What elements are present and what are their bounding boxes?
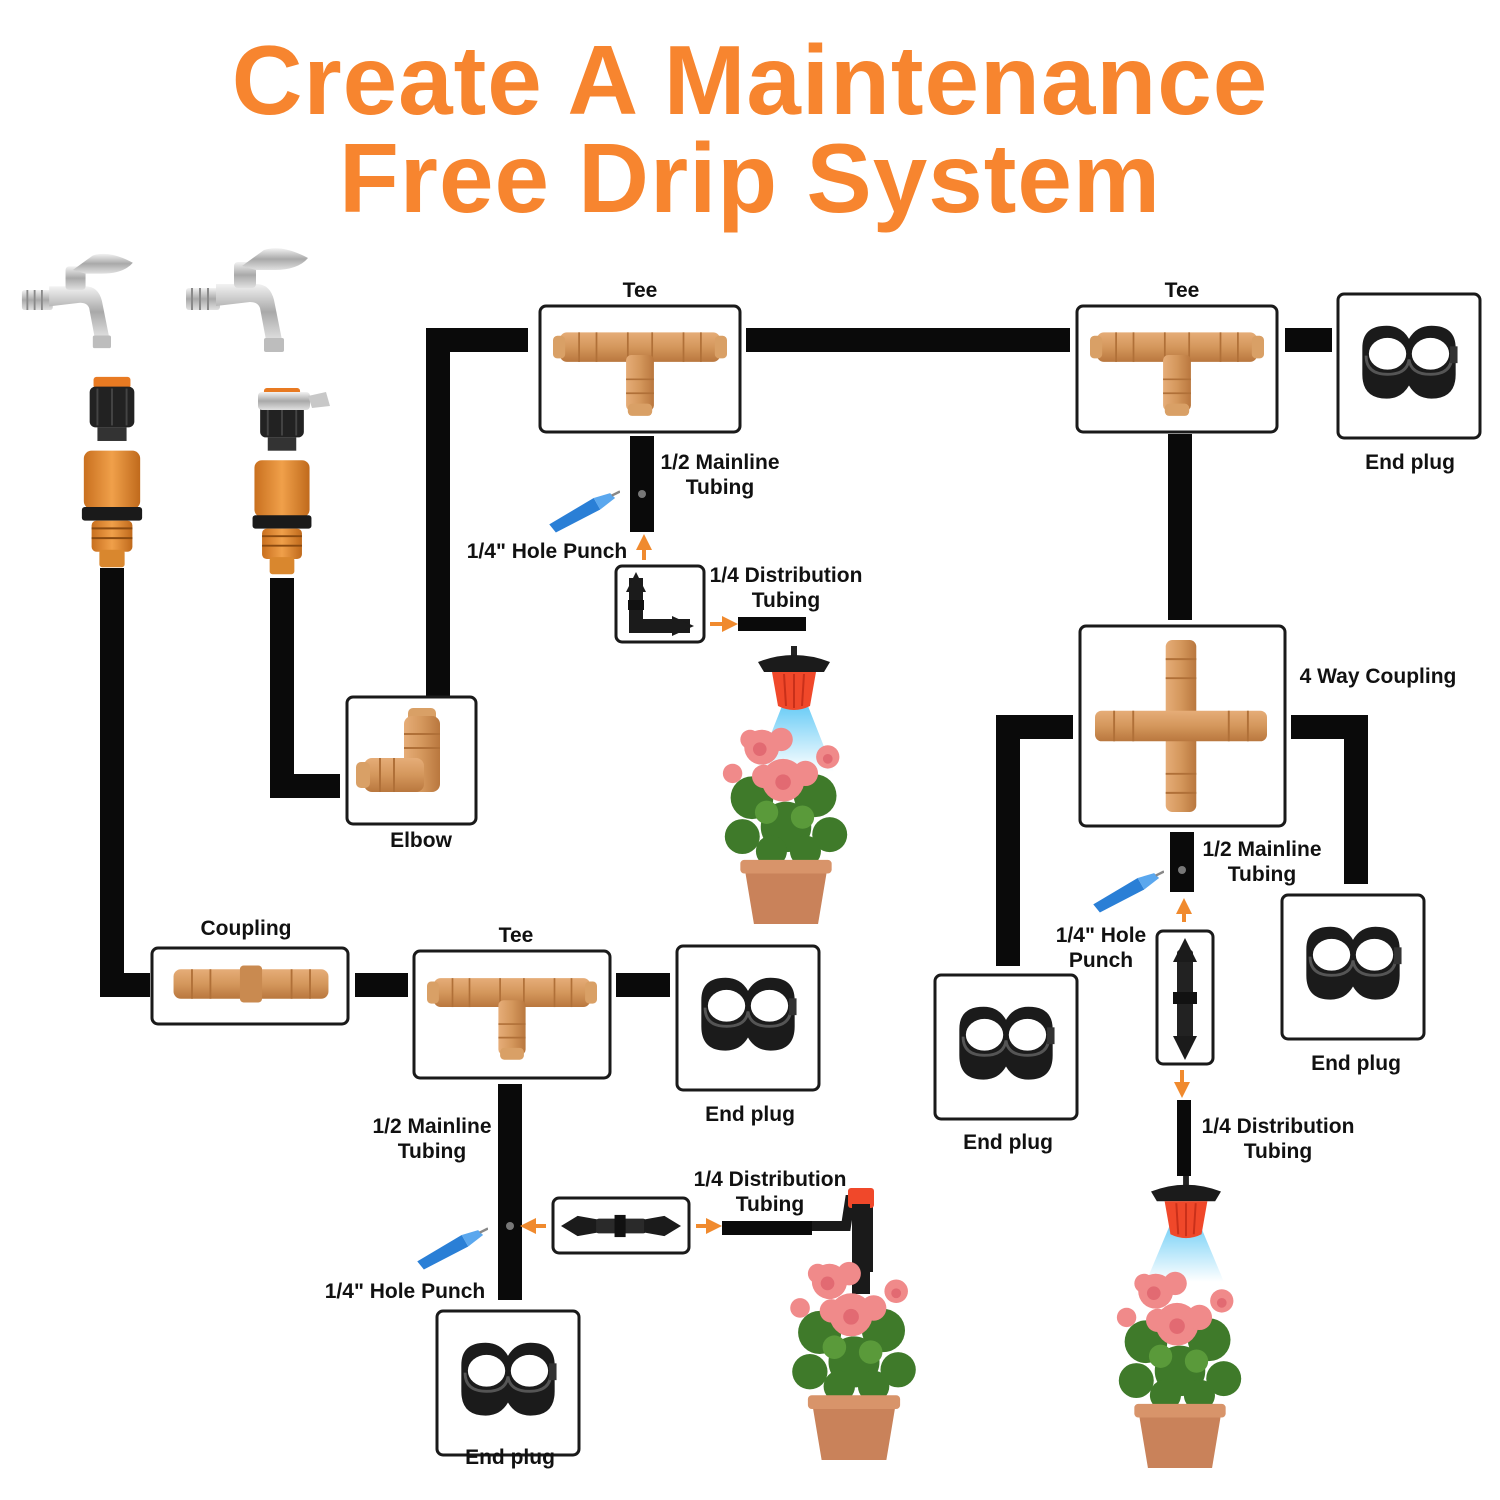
drip-emitter-icon [1150, 1176, 1222, 1240]
hole-punch-icon [547, 490, 620, 534]
quick-connector-icon [80, 376, 144, 569]
coupling-icon [172, 964, 330, 1004]
label-line: 1/4 Distribution [693, 1168, 847, 1191]
label-end-plug: End plug [1365, 451, 1455, 474]
barbed-connector-icon [1173, 938, 1197, 1060]
tube-faucet1-to-coupling [100, 568, 150, 997]
label-tee-top: Tee [622, 279, 658, 302]
label-end-plug: End plug [963, 1131, 1053, 1154]
tube-4way-right [1291, 715, 1368, 884]
label-end-plug: End plug [465, 1446, 555, 1469]
label-distribution-tubing: 1/4 Distribution Tubing [688, 1167, 852, 1217]
label-mainline-tubing: 1/2 Mainline Tubing [652, 450, 788, 500]
label-line: Tubing [1227, 863, 1297, 886]
label-line: 1/4 Distribution [1201, 1115, 1355, 1138]
label-tee-bottom: Tee [498, 924, 534, 947]
water-spray [1146, 1220, 1224, 1282]
label-line: Punch [1068, 949, 1134, 972]
label-end-plug: End plug [705, 1103, 795, 1126]
potted-flower-icon [1116, 1271, 1242, 1468]
label-line: Tubing [735, 1193, 805, 1216]
label-mainline-tubing: 1/2 Mainline Tubing [364, 1114, 500, 1164]
hose-clamp-icon [258, 392, 330, 410]
label-line: 1/4" Hole [1055, 924, 1147, 947]
label-coupling: Coupling [200, 917, 292, 940]
label-line: 1/2 Mainline [1202, 838, 1322, 861]
label-line: 1/2 Mainline [660, 451, 780, 474]
tube-elbow-to-tee [426, 328, 528, 696]
title-line-2: Free Drip System [338, 123, 1162, 233]
barbed-connector-icon [626, 572, 694, 636]
tube-faucet2-to-elbow [270, 578, 340, 798]
drip-emitter-icon [757, 646, 831, 711]
label-hole-punch: 1/4" Hole Punch [1046, 923, 1156, 973]
label-line: 1/4 Distribution [709, 564, 863, 587]
label-hole-punch: 1/4" Hole Punch [466, 540, 628, 563]
faucet-icon [20, 252, 134, 350]
label-4-way-coupling: 4 Way Coupling [1299, 665, 1457, 688]
title-line-1: Create A Maintenance [231, 25, 1269, 135]
label-mainline-tubing: 1/2 Mainline Tubing [1194, 837, 1330, 887]
tube-4way-left [996, 715, 1073, 966]
mainline-tubes [100, 328, 1368, 1300]
short-tubes [630, 436, 1194, 1272]
arrow-icon [520, 534, 1192, 1234]
hole-punch-icon [1091, 869, 1164, 915]
label-tee-right: Tee [1164, 279, 1200, 302]
punch-holes [506, 490, 1186, 1230]
hole-punch-icon [415, 1227, 488, 1271]
label-end-plug: End plug [1311, 1052, 1401, 1075]
faucet-icon [186, 247, 310, 354]
quick-connector-icon [251, 388, 313, 576]
label-line: Tubing [751, 589, 821, 612]
label-line: Tubing [397, 1140, 467, 1163]
barbed-connector-icon [561, 1214, 681, 1238]
label-line: Tubing [1243, 1140, 1313, 1163]
label-distribution-tubing: 1/4 Distribution Tubing [704, 563, 868, 613]
label-line: Tubing [685, 476, 755, 499]
label-line: 1/2 Mainline [372, 1115, 492, 1138]
label-distribution-tubing: 1/4 Distribution Tubing [1196, 1114, 1360, 1164]
label-elbow: Elbow [390, 829, 452, 852]
label-hole-punch: 1/4" Hole Punch [324, 1280, 486, 1303]
